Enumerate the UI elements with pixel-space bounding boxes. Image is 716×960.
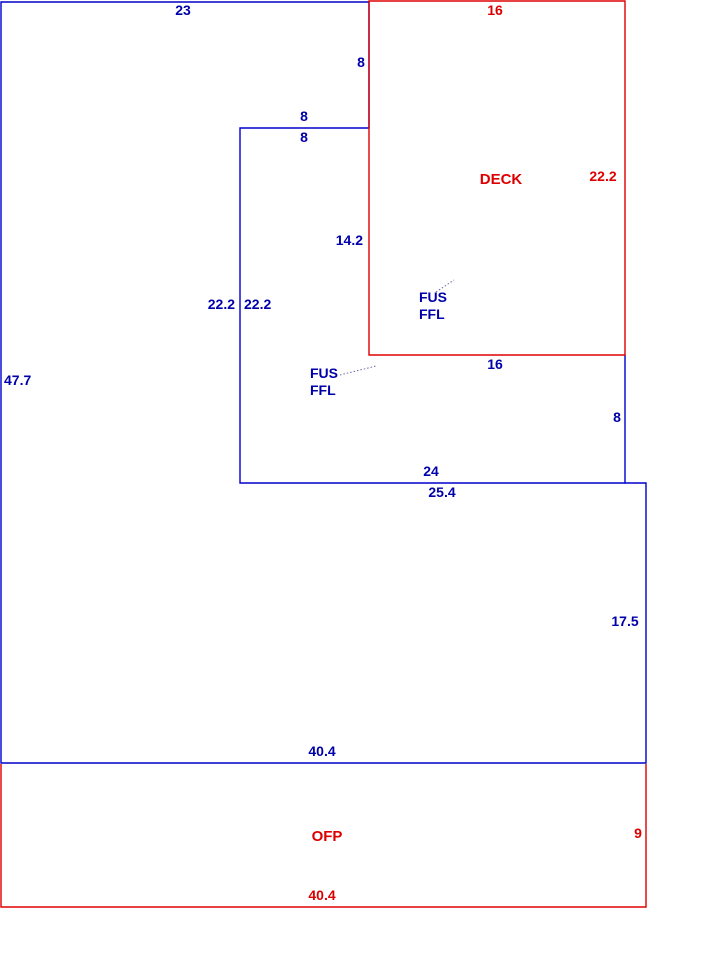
notch-left-inner-dimension: 22.2 bbox=[244, 296, 271, 312]
fus-leader-line-2 bbox=[339, 365, 377, 376]
ofp-area-label: OFP bbox=[312, 828, 343, 845]
deck-area-label: DECK bbox=[480, 171, 523, 188]
deck-right-dimension: 22.2 bbox=[589, 168, 616, 184]
main-left-dimension: 47.7 bbox=[4, 372, 31, 388]
deck-bottom-blue-dimension: 16 bbox=[487, 356, 503, 372]
ffl-label-1: FFL bbox=[419, 306, 445, 322]
fus-leader-line-1 bbox=[435, 279, 455, 293]
notch-bottom-dimension: 24 bbox=[423, 463, 439, 479]
notch-step-dimension: 8 bbox=[357, 54, 365, 70]
deck-outline bbox=[368, 0, 626, 356]
main-bottom-dimension: 40.4 bbox=[308, 743, 335, 759]
notch-outline bbox=[239, 127, 625, 484]
main-right-lower-dimension: 17.5 bbox=[611, 613, 638, 629]
notch-inner-right-dimension: 14.2 bbox=[336, 232, 363, 248]
ledge-dimension: 25.4 bbox=[428, 484, 455, 500]
notch-right-step-dimension: 8 bbox=[613, 409, 621, 425]
notch-left-outer-dimension: 22.2 bbox=[208, 296, 235, 312]
notch-top-inner-dimension: 8 bbox=[300, 129, 308, 145]
ofp-outline bbox=[0, 764, 647, 908]
ofp-right-dimension: 9 bbox=[634, 825, 642, 841]
deck-top-dimension: 16 bbox=[487, 2, 503, 18]
main-top-dimension: 23 bbox=[175, 2, 191, 18]
notch-top-outer-dimension: 8 bbox=[300, 108, 308, 124]
ofp-bottom-dimension: 40.4 bbox=[308, 887, 335, 903]
fus-label-1: FUS bbox=[419, 289, 447, 305]
fus-label-2: FUS bbox=[310, 365, 338, 381]
ffl-label-2: FFL bbox=[310, 382, 336, 398]
